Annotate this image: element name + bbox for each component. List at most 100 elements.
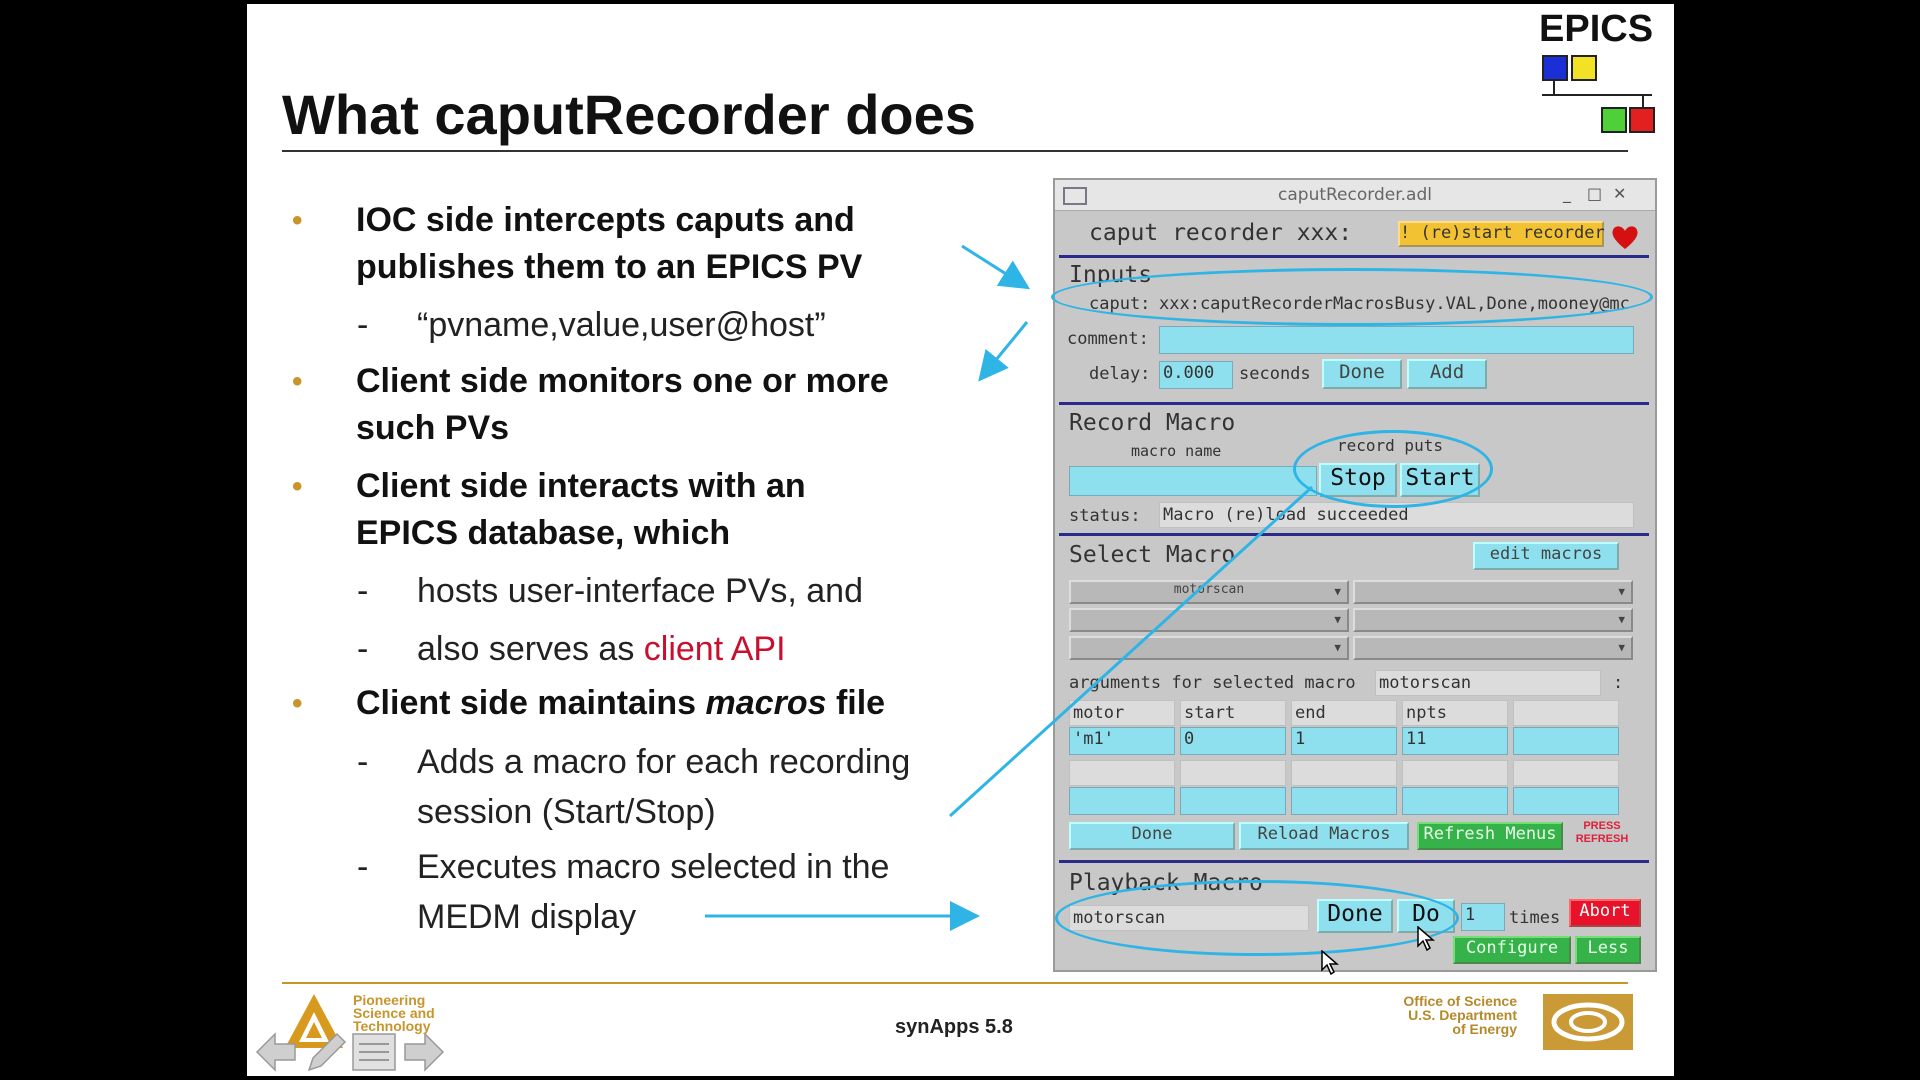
comment-label: comment: — [1067, 329, 1149, 349]
arg-label-10 — [1513, 760, 1619, 786]
arg-value-8[interactable] — [1291, 787, 1397, 815]
select-macro-heading: Select Macro — [1069, 542, 1236, 568]
menu-arrow-icon: ▼ — [1618, 585, 1625, 598]
sub-pvname: - “pvname,value,user@host” — [357, 306, 826, 344]
arg-label-5 — [1513, 700, 1619, 726]
record-macro-heading: Record Macro — [1069, 410, 1236, 436]
mouse-cursor-icon — [1417, 926, 1435, 952]
abort-button[interactable]: Abort — [1569, 899, 1641, 927]
medm-window[interactable]: caputRecorder.adl _ □ ✕ caput recorder x… — [1051, 178, 1657, 976]
arg-label-8 — [1291, 760, 1397, 786]
menu-icon[interactable] — [351, 1032, 397, 1072]
epics-logo-text: EPICS — [1539, 8, 1654, 50]
macro-menu-6[interactable]: ▼ — [1353, 636, 1633, 660]
select-done-button[interactable]: Done — [1069, 822, 1235, 850]
logo-green-square — [1601, 107, 1627, 133]
slide-title: What caputRecorder does — [282, 83, 976, 146]
doe-text: Office of Science U.S. Department of Ene… — [1403, 993, 1517, 1037]
configure-button[interactable]: Configure — [1453, 936, 1571, 964]
next-slide-icon[interactable] — [401, 1030, 445, 1074]
caput-highlight-ellipse — [1051, 268, 1653, 326]
arg-label-1: motor — [1069, 700, 1175, 726]
section-divider — [1059, 533, 1649, 536]
arg-value-4[interactable]: 11 — [1402, 727, 1508, 755]
mouse-cursor-icon — [1321, 950, 1339, 976]
bullet-dot: • — [292, 687, 303, 720]
line-to-record-puts — [948, 485, 1314, 818]
menu-arrow-icon: ▼ — [1618, 641, 1625, 654]
logo-red-square — [1629, 107, 1655, 133]
arg-label-6 — [1069, 760, 1175, 786]
bullet-dot: • — [292, 470, 303, 503]
doe-logo-icon — [1543, 994, 1633, 1050]
arg-value-2[interactable]: 0 — [1180, 727, 1286, 755]
arg-label-2: start — [1180, 700, 1286, 726]
sub-executes-macro: - Executes macro selected in the MEDM di… — [357, 848, 890, 936]
macro-menu-2[interactable]: ▼ — [1353, 580, 1633, 604]
add-button[interactable]: Add — [1407, 359, 1487, 389]
reload-macros-button[interactable]: Reload Macros — [1239, 822, 1409, 850]
bullet-ioc-side: • IOC side intercepts caputs and publish… — [292, 197, 1034, 291]
args-label: arguments for selected macro — [1069, 673, 1356, 693]
bullet-dot: • — [292, 365, 303, 398]
logo-line — [1542, 94, 1652, 96]
minimize-icon[interactable]: _ — [1563, 184, 1571, 203]
macro-name-label: macro name — [1131, 442, 1222, 460]
menu-arrow-icon: ▼ — [1334, 613, 1341, 626]
bullet-dot: • — [292, 204, 303, 237]
less-button[interactable]: Less — [1575, 936, 1641, 964]
window-menu-icon[interactable] — [1063, 187, 1087, 205]
menu-arrow-icon: ▼ — [1334, 585, 1341, 598]
logo-blue-square — [1542, 55, 1568, 81]
times-label: times — [1509, 908, 1561, 928]
seconds-label: seconds — [1239, 364, 1311, 384]
sub-client-api: - also serves as client API — [357, 630, 786, 668]
delay-input[interactable]: 0.000 — [1159, 361, 1233, 389]
title-divider — [282, 150, 1628, 152]
argonne-logo-icon — [285, 994, 343, 1048]
times-input[interactable]: 1 — [1461, 903, 1505, 931]
bullet-macros-file: • Client side maintains macros file — [292, 680, 1034, 727]
inputs-done-button[interactable]: Done — [1322, 359, 1402, 389]
footer-divider — [282, 982, 1628, 984]
edit-macros-button[interactable]: edit macros — [1473, 542, 1619, 570]
maximize-icon[interactable]: □ — [1587, 184, 1603, 203]
arg-label-7 — [1180, 760, 1286, 786]
heart-icon — [1612, 226, 1638, 249]
args-colon: : — [1613, 673, 1624, 693]
pen-icon[interactable] — [303, 1030, 347, 1074]
arrow-to-caput — [961, 244, 1031, 290]
macro-menu-5[interactable]: ▼ — [1069, 636, 1349, 660]
footer-version: synApps 5.8 — [895, 1016, 1013, 1038]
playback-highlight-ellipse — [1055, 880, 1459, 956]
refresh-menus-button[interactable]: Refresh Menus — [1417, 822, 1563, 850]
prev-slide-icon[interactable] — [255, 1030, 299, 1074]
record-puts-highlight-ellipse — [1293, 430, 1493, 508]
macro-menu-3[interactable]: ▼ — [1069, 608, 1349, 632]
arg-value-10[interactable] — [1513, 787, 1619, 815]
section-divider — [1059, 860, 1649, 863]
comment-input[interactable] — [1159, 326, 1634, 354]
restart-recorder-button[interactable]: ! (re)start recorder — [1398, 221, 1605, 247]
sub-adds-macro: - Adds a macro for each recording sessio… — [357, 743, 911, 831]
status-value: Macro (re)load succeeded — [1163, 505, 1409, 525]
arg-value-5[interactable] — [1513, 727, 1619, 755]
client-api-highlight: client API — [643, 630, 786, 668]
delay-label: delay: — [1089, 364, 1151, 384]
arg-value-6[interactable] — [1069, 787, 1175, 815]
arg-label-4: npts — [1402, 700, 1508, 726]
window-titlebar[interactable]: caputRecorder.adl _ □ ✕ — [1055, 180, 1655, 211]
logo-line-v1 — [1553, 80, 1555, 94]
recorder-header: caput recorder xxx: — [1089, 220, 1353, 246]
macro-menu-4[interactable]: ▼ — [1353, 608, 1633, 632]
arg-value-1[interactable]: 'm1' — [1069, 727, 1175, 755]
bullet-client-interacts: • Client side interacts with an EPICS da… — [292, 463, 1034, 557]
arg-value-9[interactable] — [1402, 787, 1508, 815]
selected-macro-field: motorscan — [1375, 670, 1601, 696]
arg-value-3[interactable]: 1 — [1291, 727, 1397, 755]
close-icon[interactable]: ✕ — [1613, 184, 1627, 203]
arg-value-7[interactable] — [1180, 787, 1286, 815]
bullet-client-monitors: • Client side monitors one or more such … — [292, 358, 1034, 452]
window-title: caputRecorder.adl — [1278, 185, 1432, 205]
menu-arrow-icon: ▼ — [1618, 613, 1625, 626]
